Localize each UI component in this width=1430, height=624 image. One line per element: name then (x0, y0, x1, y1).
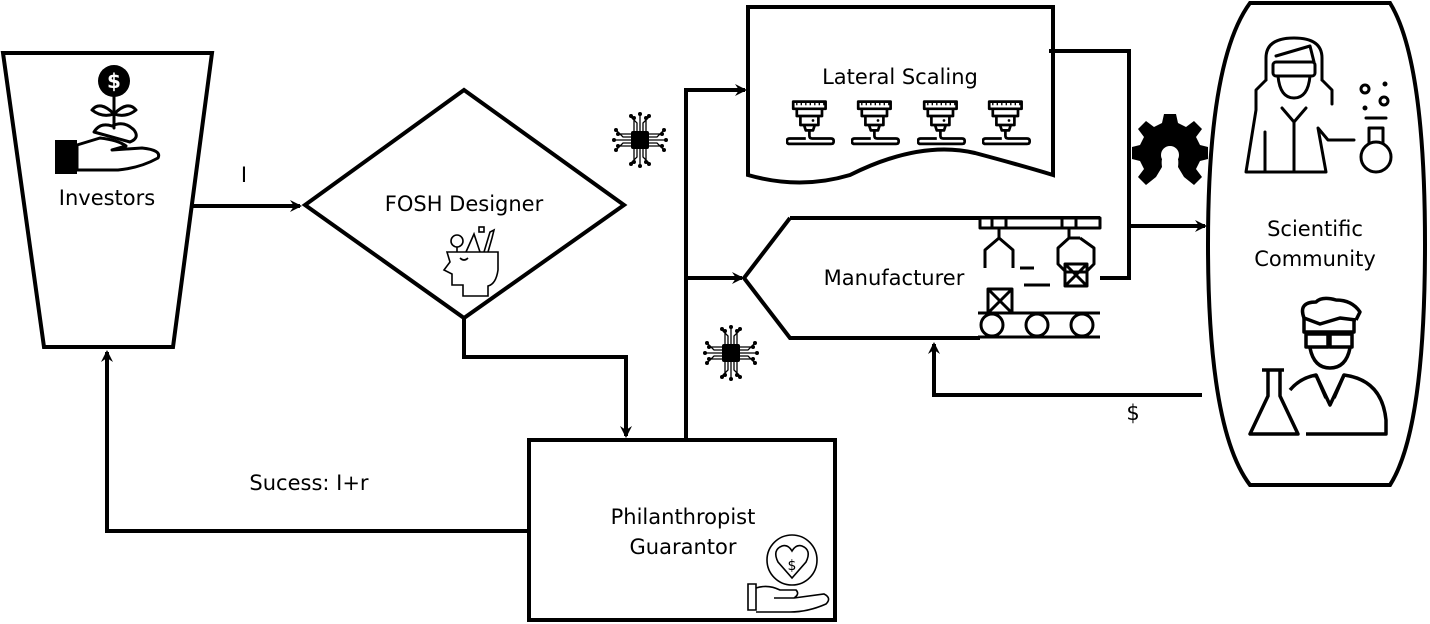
open-source-hardware-gear-icon (1132, 114, 1208, 185)
guarantor-label-line1: Philanthropist (611, 505, 756, 529)
fosh-designer-label: FOSH Designer (385, 192, 544, 216)
edge-guarantor-to-lateral-scaling (684, 84, 747, 440)
investors-node[interactable]: $ Investors (0, 51, 215, 349)
manufacturer-node[interactable]: Manufacturer (741, 216, 1102, 340)
svg-text:$: $ (107, 69, 121, 93)
female-scientist-icon (1244, 36, 1393, 174)
svg-text:$: $ (788, 558, 797, 574)
community-label-line1: Scientific (1267, 217, 1363, 241)
fosh-designer-shape (301, 87, 628, 321)
edge-guarantor-to-investors: Sucess: I+r (101, 350, 529, 533)
scientific-community-node[interactable]: Scientific Community (1205, 1, 1428, 487)
edge-designer-to-guarantor (462, 318, 632, 438)
edge-label-dollar: $ (1126, 401, 1139, 425)
edge-investors-to-designer: I (193, 163, 302, 212)
guarantor-label-line2: Guarantor (630, 535, 737, 559)
manufacturer-label: Manufacturer (824, 266, 965, 290)
community-label-line2: Community (1254, 247, 1376, 271)
male-scientist-icon (1248, 296, 1388, 436)
fosh-designer-node[interactable]: FOSH Designer (301, 87, 628, 321)
edge-lateral-scaling-connector (1049, 49, 1131, 226)
investors-shape (0, 51, 215, 349)
philanthropist-guarantor-node[interactable]: Philanthropist Guarantor $ (527, 438, 837, 622)
edge-to-scientific-community (1100, 220, 1207, 280)
edge-label-i: I (241, 163, 247, 187)
creative-head-icon (442, 226, 499, 297)
edge-label-success: Sucess: I+r (249, 471, 369, 495)
factory-conveyor-icon (978, 216, 1102, 339)
lateral-scaling-label: Lateral Scaling (822, 65, 978, 89)
chip-icon (611, 111, 669, 169)
guarantor-shape (527, 438, 837, 622)
lateral-scaling-node[interactable]: Lateral Scaling (746, 5, 1055, 185)
chip-icon (702, 324, 760, 382)
scientific-community-shape (1205, 1, 1428, 487)
edge-community-to-manufacturer: $ (928, 342, 1202, 425)
money-plant-hand-icon: $ (55, 65, 161, 174)
investors-label: Investors (59, 186, 155, 210)
charity-heart-hand-icon: $ (747, 534, 830, 613)
lateral-scaling-shape (746, 5, 1055, 185)
